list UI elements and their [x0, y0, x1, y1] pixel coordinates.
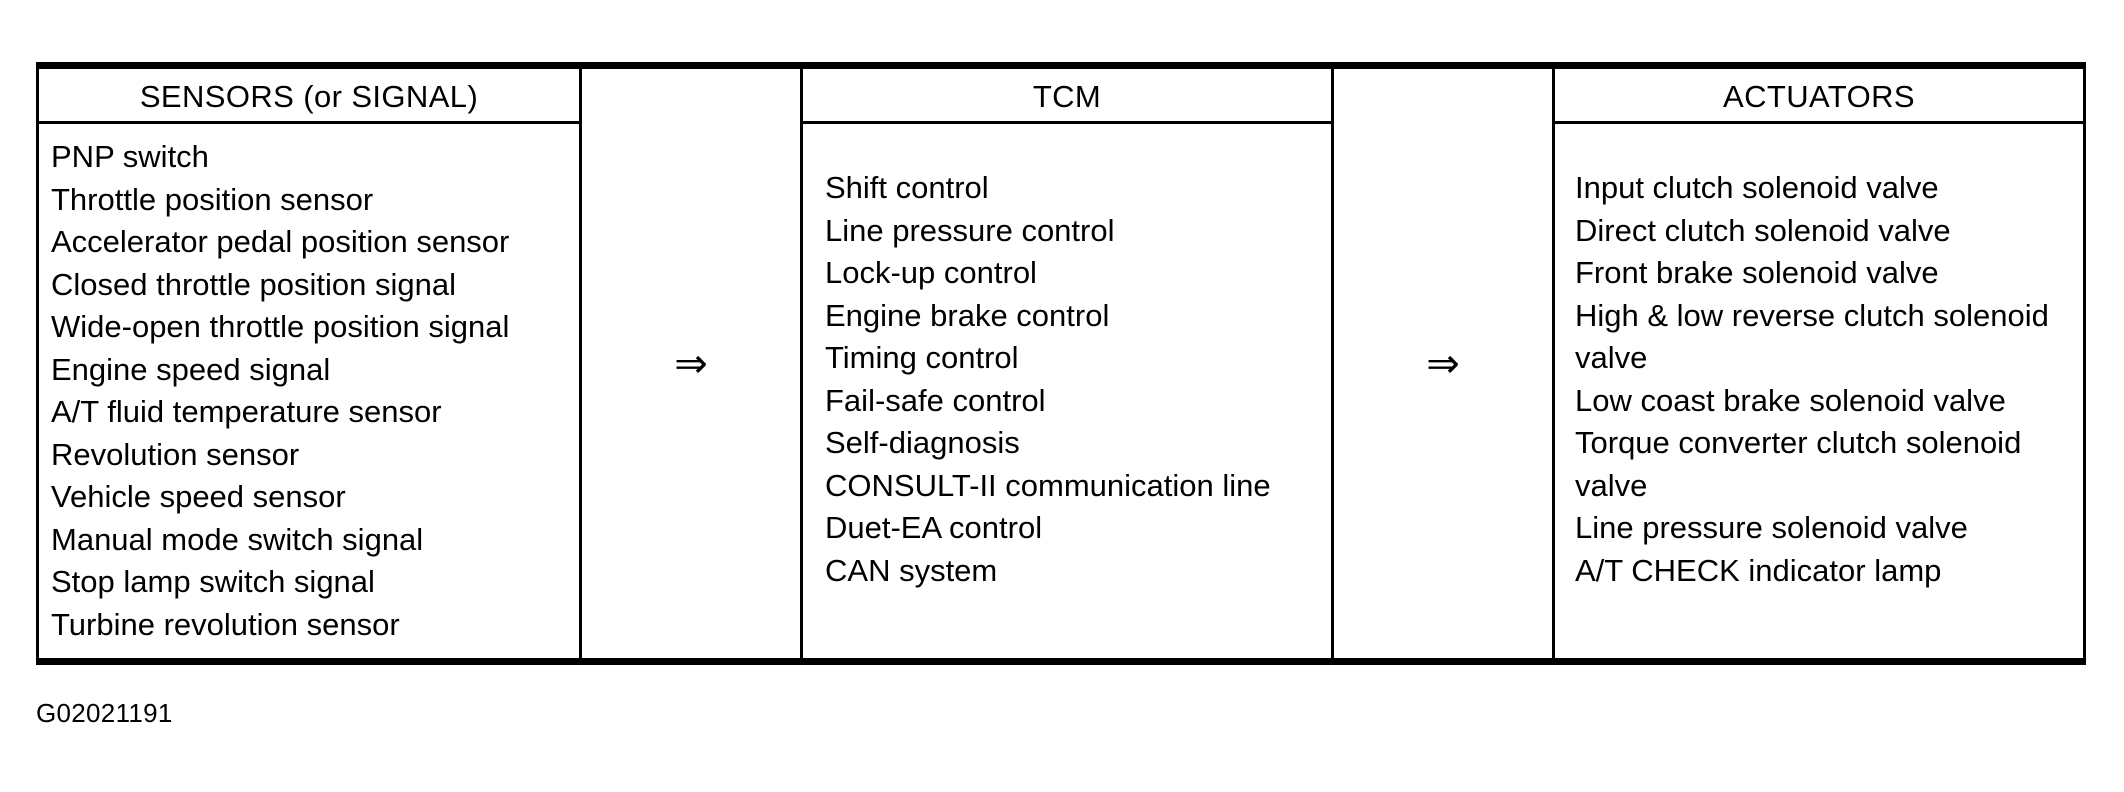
- at-control-system-diagram: SENSORS (or SIGNAL) PNP switch Throttle …: [36, 62, 2086, 665]
- list-item: Self-diagnosis: [825, 425, 1020, 460]
- list-item: A/T CHECK indicator lamp: [1575, 552, 1942, 588]
- list-item: Direct clutch solenoid valve: [1575, 212, 1951, 248]
- sensors-column: SENSORS (or SIGNAL) PNP switch Throttle …: [36, 69, 582, 658]
- rightwards-double-arrow-icon: ⇒: [674, 340, 708, 387]
- list-item: Engine brake control: [825, 297, 1110, 333]
- actuators-column: ACTUATORS Input clutch solenoid valve Di…: [1552, 69, 2086, 658]
- list-item: Torque converter clutch solenoid valve: [1575, 425, 2022, 503]
- list-item: Lock-up control: [825, 255, 1037, 290]
- flow-arrow-sensors-to-tcm: ⇒: [582, 69, 800, 658]
- diagram-columns: SENSORS (or SIGNAL) PNP switch Throttle …: [36, 69, 2086, 658]
- figure-caption: G02021191: [36, 698, 173, 728]
- tcm-column: TCM Shift control Line pressure control …: [800, 69, 1334, 658]
- list-item: Line pressure solenoid valve: [1575, 510, 1968, 545]
- list-item: Timing control: [825, 340, 1019, 375]
- list-item: Engine speed signal: [51, 351, 331, 387]
- tcm-column-body: Shift control Line pressure control Lock…: [803, 124, 1331, 658]
- list-item: Throttle position sensor: [51, 181, 374, 217]
- tcm-list: Shift control Line pressure control Lock…: [825, 167, 1317, 592]
- sensors-list: PNP switch Throttle position sensor Acce…: [51, 136, 565, 646]
- sensors-column-body: PNP switch Throttle position sensor Acce…: [39, 124, 579, 658]
- list-item: High & low reverse clutch solenoid valve: [1575, 297, 2049, 376]
- list-item: Revolution sensor: [51, 436, 300, 472]
- sensors-column-title: SENSORS (or SIGNAL): [39, 69, 579, 124]
- actuators-column-body: Input clutch solenoid valve Direct clutc…: [1555, 124, 2083, 658]
- list-item: PNP switch: [51, 139, 209, 174]
- list-item: Front brake solenoid valve: [1575, 255, 1939, 290]
- list-item: Manual mode switch signal: [51, 521, 424, 557]
- diagram-bottom-rule: [36, 658, 2086, 665]
- list-item: Closed throttle position signal: [51, 266, 456, 302]
- list-item: Turbine revolution sensor: [51, 606, 400, 642]
- list-item: Line pressure control: [825, 212, 1115, 248]
- actuators-list: Input clutch solenoid valve Direct clutc…: [1575, 167, 2069, 592]
- rightwards-double-arrow-icon: ⇒: [1426, 340, 1460, 387]
- list-item: Stop lamp switch signal: [51, 564, 375, 599]
- actuators-column-title: ACTUATORS: [1555, 69, 2083, 124]
- list-item: Low coast brake solenoid valve: [1575, 382, 2006, 418]
- flow-arrow-tcm-to-actuators: ⇒: [1334, 69, 1552, 658]
- list-item: Accelerator pedal position sensor: [51, 224, 510, 259]
- list-item: Wide-open throttle position signal: [51, 309, 510, 344]
- diagram-top-rule: [36, 62, 2086, 69]
- list-item: Duet-EA control: [825, 510, 1043, 545]
- list-item: Vehicle speed sensor: [51, 479, 346, 514]
- list-item: Shift control: [825, 170, 989, 205]
- list-item: CAN system: [825, 552, 998, 588]
- list-item: CONSULT-II communication line: [825, 467, 1271, 503]
- list-item: Input clutch solenoid valve: [1575, 170, 1939, 205]
- list-item: A/T fluid temperature sensor: [51, 394, 442, 429]
- tcm-column-title: TCM: [803, 69, 1331, 124]
- list-item: Fail-safe control: [825, 382, 1046, 418]
